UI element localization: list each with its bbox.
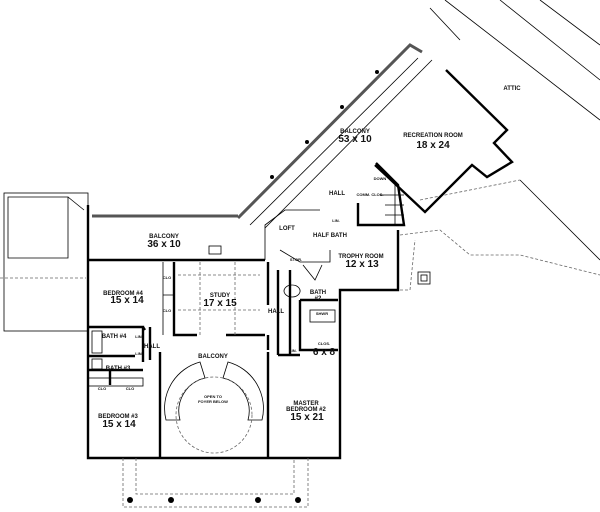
shwr-label: SHWR [316, 311, 328, 316]
down-label: DOWN [374, 176, 387, 181]
attic-roof [340, 0, 600, 291]
master-wing [276, 249, 338, 357]
stair-walls [356, 162, 406, 227]
bath2-label: BATH [310, 290, 326, 296]
main-outer-walls [86, 205, 400, 460]
study-area [162, 262, 265, 337]
trophy-room-label: TROPHY ROOM [338, 254, 383, 260]
hall-mid-label: HALL [268, 309, 284, 315]
comm-clos-label: COMM. CLOS. [356, 192, 383, 197]
lin-a-label: LIN. [135, 334, 143, 339]
master-size: 15 x 21 [290, 412, 324, 423]
loft-label: LOFT [279, 226, 295, 232]
bath2-number: #2 [315, 296, 322, 302]
clos-master-size: 6 x 8 [313, 347, 336, 358]
left-roof [0, 192, 89, 332]
spiral-stair [158, 352, 270, 458]
master-label-2: BEDROOM #2 [286, 407, 326, 413]
left-baths [87, 325, 152, 387]
bedroom3-size: 15 x 14 [102, 419, 136, 430]
bedroom4-size: 15 x 14 [110, 295, 144, 306]
attic-label: ATTIC [503, 86, 521, 92]
open-foyer-label-2: FOYER BELOW [198, 399, 228, 404]
study-label: STUDY [210, 293, 230, 299]
porch [122, 458, 309, 508]
lin-b-label: LIN. [135, 351, 143, 356]
recreation-room-label: RECREATION ROOM [403, 133, 463, 139]
study-size: 17 x 15 [203, 298, 237, 309]
recreation-room-size: 18 x 24 [416, 140, 450, 151]
lin-upper-label: LIN. [332, 218, 340, 223]
trophy-room-size: 12 x 13 [345, 259, 379, 270]
clos-master-label: CLOS. [318, 341, 330, 346]
bath3-label: BATH #3 [106, 366, 131, 372]
stor-label: STOR. [290, 257, 302, 262]
open-foyer-label-1: OPEN TO [204, 394, 222, 399]
lin-master-label: LIN. [289, 348, 297, 353]
bedroom3-label: BEDROOM #3 [98, 414, 138, 420]
hall-upper-label: HALL [329, 191, 345, 197]
clo-d-label: CLO [126, 386, 134, 391]
balcony-stair-label: BALCONY [198, 354, 228, 360]
balcony-upper-size: 53 x 10 [338, 134, 372, 145]
half-bath-label: HALF BATH [313, 233, 347, 239]
clo-a-label: CLO [163, 275, 171, 280]
balcony-left-label: BALCONY [149, 234, 179, 240]
recreation-room-walls [374, 69, 514, 214]
clo-b-label: CLO [163, 308, 171, 313]
bedroom4-label: BEDROOM #4 [103, 291, 143, 297]
hall-left-label: HALL [144, 344, 160, 350]
master-label-1: MASTER [293, 401, 319, 407]
bath4-label: BATH #4 [102, 334, 127, 340]
balcony-upper-structure [236, 43, 433, 229]
balcony-upper-label: BALCONY [340, 129, 370, 135]
balcony-left-size: 36 x 10 [147, 239, 181, 250]
clo-c-label: CLO [98, 386, 106, 391]
